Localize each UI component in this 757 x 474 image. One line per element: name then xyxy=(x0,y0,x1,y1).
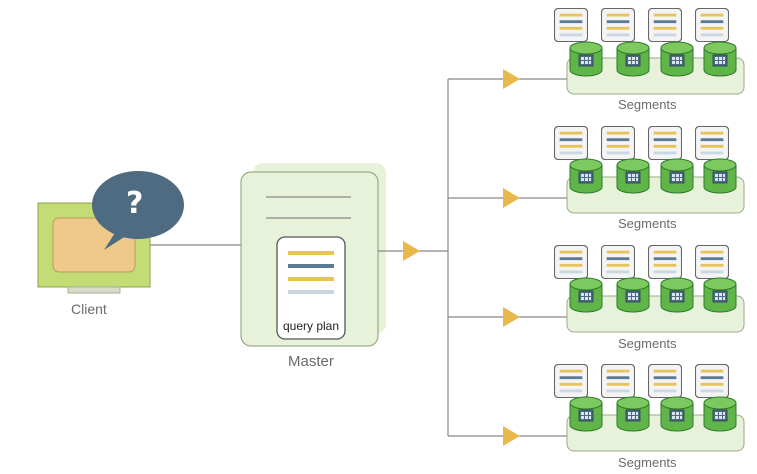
master-arrow xyxy=(403,241,420,261)
segments-label: Segments xyxy=(618,336,677,351)
segment-doc-icon xyxy=(648,8,682,42)
segment-disk-icon xyxy=(616,41,650,77)
segment-doc-icon xyxy=(554,364,588,398)
segment-disk-icon xyxy=(569,277,603,313)
segment-doc-icon xyxy=(695,245,729,279)
segment-tray xyxy=(566,295,745,333)
client-monitor-stand xyxy=(67,286,121,294)
segments-label: Segments xyxy=(618,455,677,470)
segments-label: Segments xyxy=(618,97,677,112)
segment-disk-icon xyxy=(660,396,694,432)
segment-disk-icon xyxy=(616,277,650,313)
segment-disk-icon xyxy=(703,396,737,432)
segment-doc-icon xyxy=(554,245,588,279)
segment-doc-icon xyxy=(695,126,729,160)
segment-tray xyxy=(566,57,745,95)
segment-group xyxy=(448,245,745,333)
segment-disk-icon xyxy=(703,277,737,313)
branch-arrow xyxy=(503,426,520,446)
segment-tray xyxy=(566,176,745,214)
segment-disk-icon xyxy=(616,158,650,194)
segment-group xyxy=(448,126,745,214)
segment-doc-icon xyxy=(554,126,588,160)
speech-bubble xyxy=(92,171,184,239)
client-label: Client xyxy=(71,301,107,317)
query-plan-label: query plan xyxy=(282,319,340,333)
plan-bar xyxy=(288,290,334,294)
segment-disk-icon xyxy=(660,277,694,313)
plan-bar xyxy=(288,251,334,255)
plan-bar xyxy=(288,277,334,281)
client-node xyxy=(37,171,184,294)
segment-disk-icon xyxy=(569,396,603,432)
segment-doc-icon xyxy=(648,245,682,279)
segment-doc-icon xyxy=(554,8,588,42)
question-mark-icon: ? xyxy=(126,186,144,221)
segment-disk-icon xyxy=(703,158,737,194)
segment-doc-icon xyxy=(601,364,635,398)
master-node xyxy=(240,163,386,347)
master-label: Master xyxy=(288,353,334,370)
segment-disk-icon xyxy=(703,41,737,77)
branch-arrow xyxy=(503,307,520,327)
query-plan-card xyxy=(276,236,346,340)
segment-disk-icon xyxy=(569,41,603,77)
segment-group xyxy=(448,364,745,452)
segment-doc-icon xyxy=(695,364,729,398)
segment-disk-icon xyxy=(660,158,694,194)
segment-doc-icon xyxy=(648,364,682,398)
branch-arrow xyxy=(503,188,520,208)
segment-disk-icon xyxy=(616,396,650,432)
segment-disk-icon xyxy=(660,41,694,77)
segment-disk-icon xyxy=(569,158,603,194)
segments-label: Segments xyxy=(618,216,677,231)
segment-doc-icon xyxy=(601,126,635,160)
segment-doc-icon xyxy=(601,245,635,279)
plan-bar xyxy=(288,264,334,268)
segment-doc-icon xyxy=(601,8,635,42)
segment-doc-icon xyxy=(648,126,682,160)
segment-tray xyxy=(566,414,745,452)
segment-group xyxy=(448,8,745,95)
segment-doc-icon xyxy=(695,8,729,42)
branch-arrow xyxy=(503,69,520,89)
